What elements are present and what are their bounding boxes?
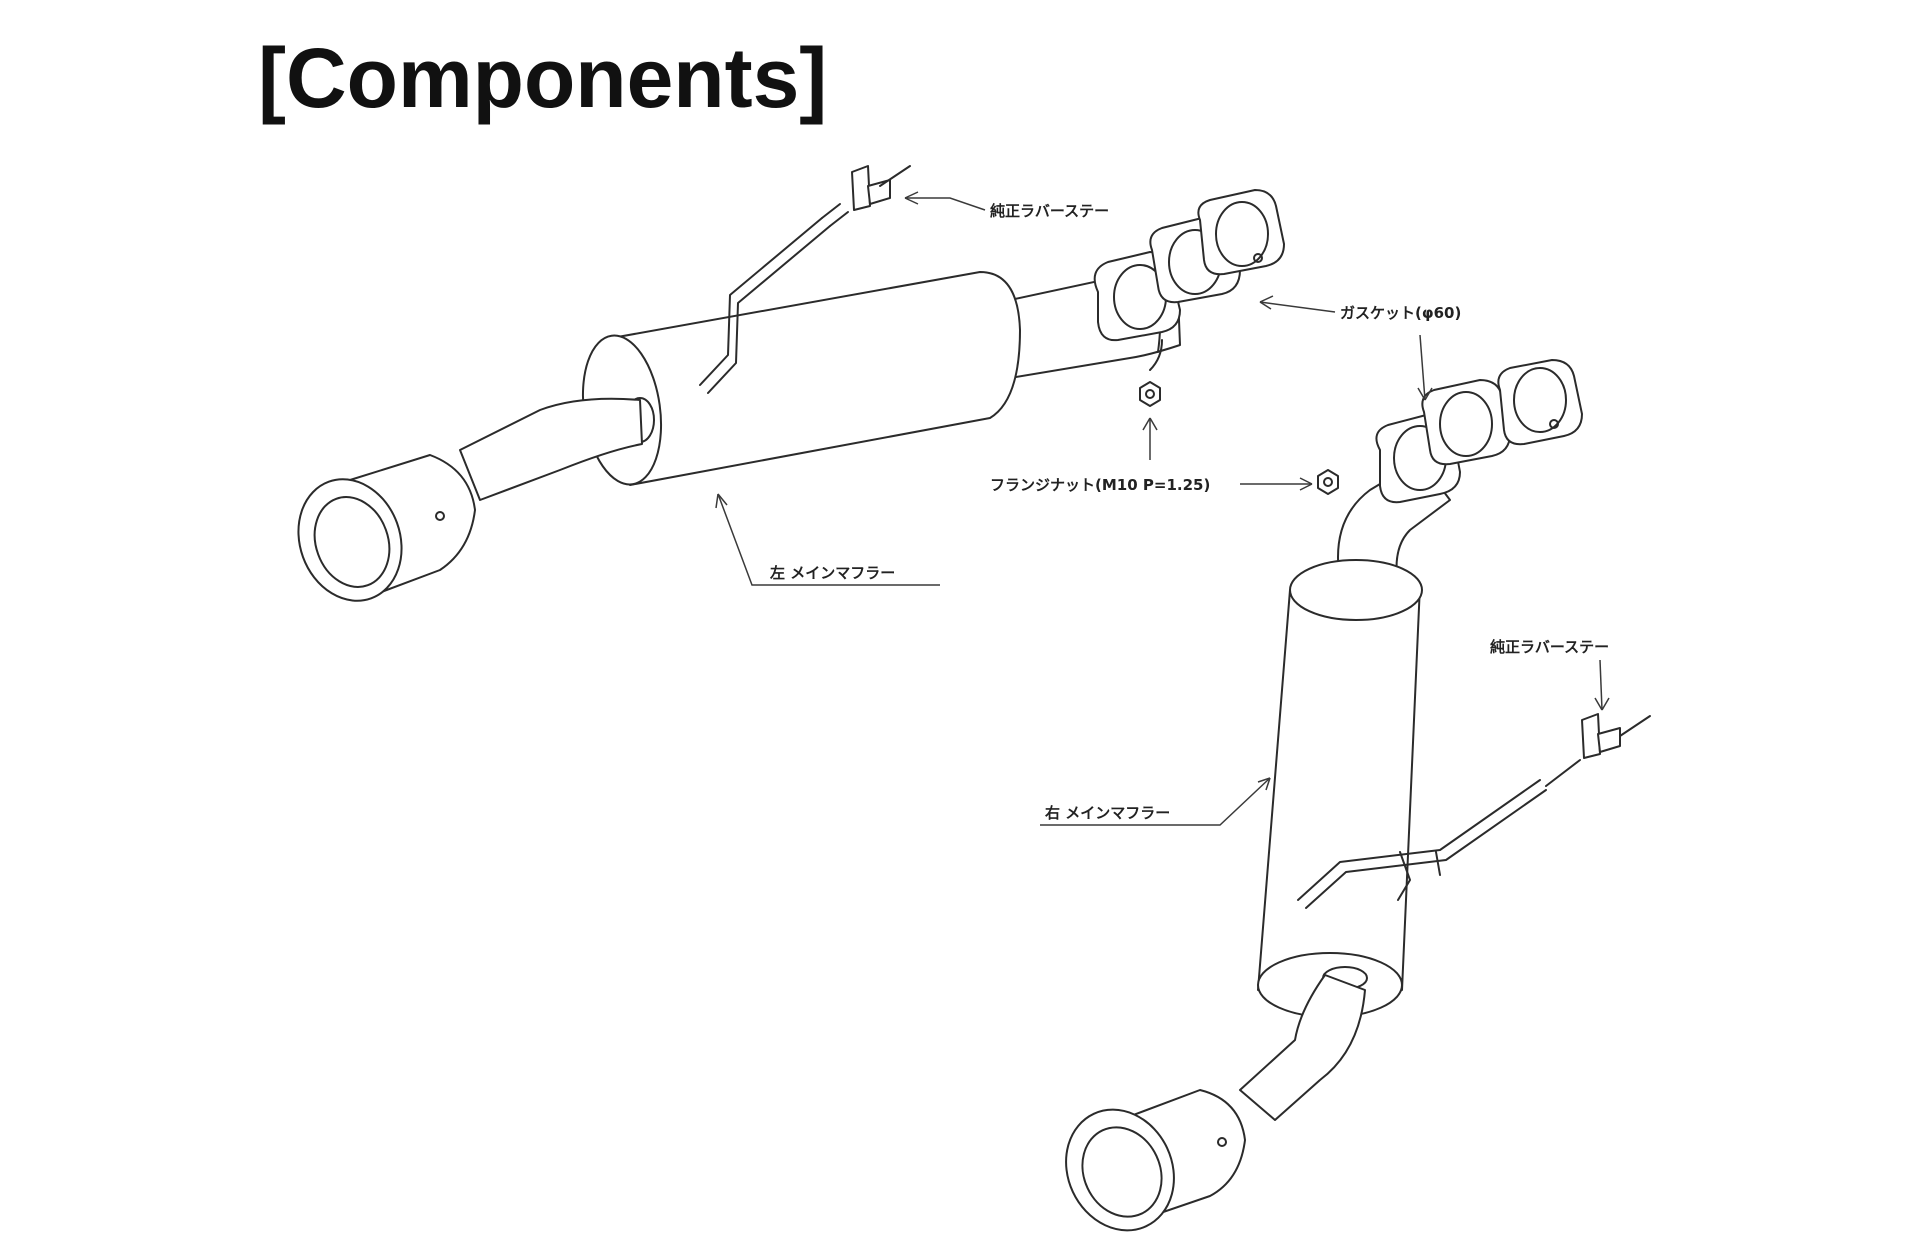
left-muffler-assembly [297, 165, 1285, 602]
callout-arrow-rubber-stay-right [1599, 659, 1603, 711]
page-title: [Components] [258, 31, 828, 125]
label-right-main-muffler: 右 メインマフラー [1045, 804, 1170, 822]
label-rubber-stay-left: 純正ラバーステー [990, 202, 1109, 220]
label-flange-nut: フランジナット(M10 P=1.25) [990, 476, 1210, 494]
callout-arrow-left-main-muffler [717, 493, 940, 586]
callout-arrow-rubber-stay-left [905, 197, 986, 211]
callout-arrow-gasket [1259, 301, 1336, 313]
callout-arrow-right-main-muffler [1040, 777, 1271, 826]
label-left-main-muffler: 左 メインマフラー [769, 564, 895, 582]
label-rubber-stay-right: 純正ラバーステー [1490, 638, 1609, 656]
right-muffler-assembly [1065, 359, 1651, 1232]
label-gasket: ガスケット(φ60) [1340, 304, 1461, 322]
